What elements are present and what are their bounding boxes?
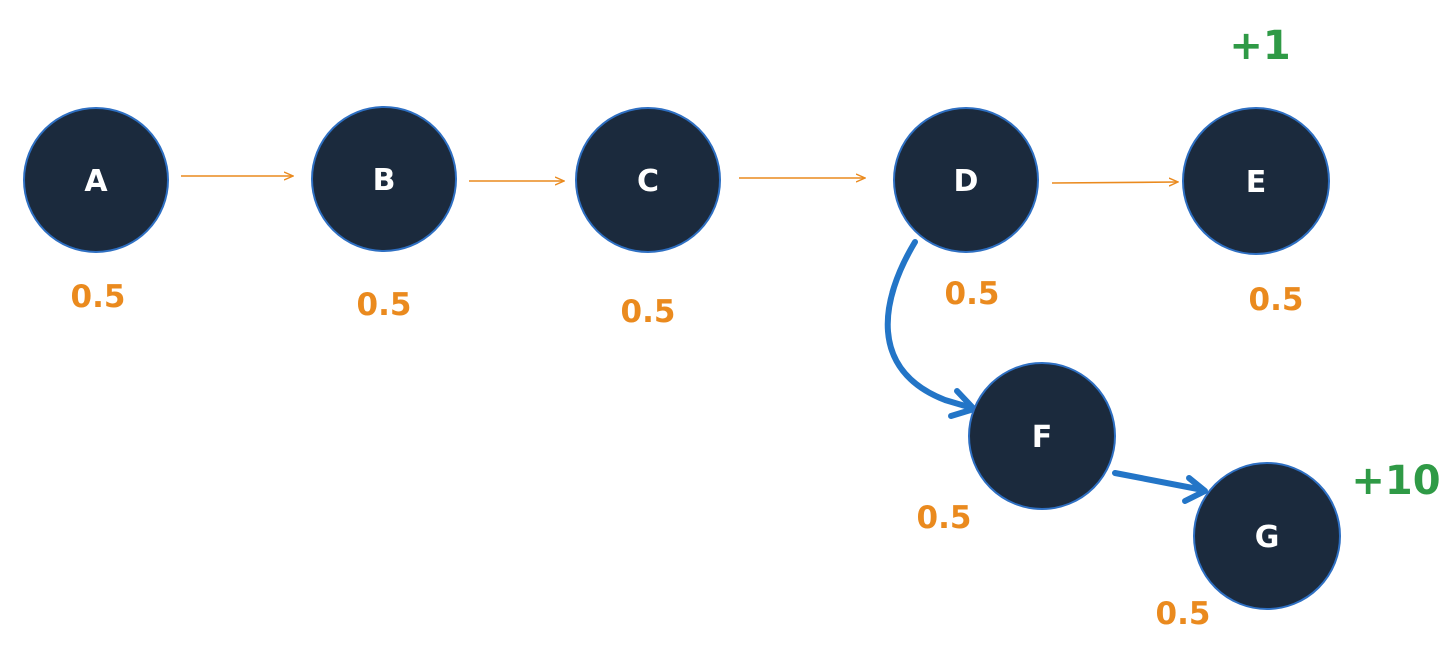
node-b: B [311, 106, 457, 252]
node-f: F [968, 362, 1116, 510]
node-c: C [575, 107, 721, 253]
node-g-label: G [1255, 520, 1280, 555]
node-d-value: 0.5 [945, 276, 1000, 312]
node-a-value: 0.5 [71, 279, 126, 315]
edge-f-g [1112, 470, 1208, 504]
node-e: E [1182, 107, 1330, 255]
node-f-value: 0.5 [917, 500, 972, 536]
node-g-value: 0.5 [1156, 596, 1211, 632]
node-d-label: D [954, 164, 979, 199]
node-d: D [893, 107, 1039, 253]
node-e-reward: +1 [1229, 23, 1290, 69]
edge-d-e [1051, 182, 1177, 183]
node-g-reward: +10 [1351, 458, 1440, 504]
node-a: A [23, 107, 169, 253]
node-a-label: A [84, 164, 108, 199]
node-b-value: 0.5 [357, 287, 412, 323]
node-g: G [1193, 462, 1341, 610]
node-c-label: C [637, 164, 659, 199]
node-c-value: 0.5 [621, 294, 676, 330]
edge-d-f [884, 239, 977, 419]
node-e-value: 0.5 [1249, 282, 1304, 318]
node-b-label: B [373, 163, 396, 198]
node-f-label: F [1032, 420, 1053, 455]
node-e-label: E [1246, 165, 1267, 200]
